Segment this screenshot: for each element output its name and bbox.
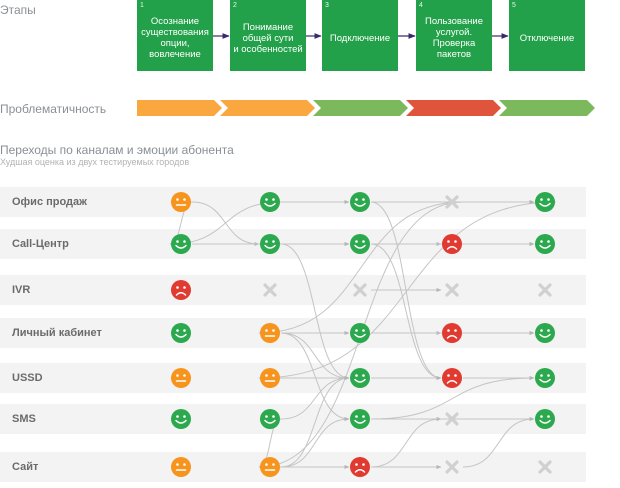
transition-arrow (280, 332, 350, 421)
transition-arrow (462, 417, 535, 468)
channel-label: Сайт (12, 461, 39, 473)
neutral-face-icon (260, 368, 280, 388)
stage-number: 1 (140, 2, 144, 9)
unavailable-icon (445, 283, 459, 297)
channel-row-bg (0, 275, 586, 305)
transitions-subtitle: Худшая оценка из двух тестируемых городо… (0, 157, 190, 167)
neutral-face-icon (171, 368, 191, 388)
unavailable-icon (263, 283, 277, 297)
stage-label: Понимание общей сути и особенностей (233, 21, 303, 55)
transition-arrow (280, 243, 350, 380)
happy-face-icon (350, 192, 370, 212)
happy-face-icon (171, 323, 191, 343)
happy-face-icon (535, 409, 555, 429)
channel-label: USSD (12, 372, 43, 384)
unavailable-icon (445, 412, 459, 426)
problem-segment-high (406, 100, 501, 116)
stage-number: 4 (419, 2, 423, 9)
stage-number: 2 (233, 2, 237, 9)
sad-face-icon (350, 457, 370, 477)
problem-segment-medium (137, 100, 222, 116)
neutral-face-icon (171, 192, 191, 212)
happy-face-icon (260, 409, 280, 429)
channel-label: Личный кабинет (12, 327, 102, 339)
unavailable-icon (445, 195, 459, 209)
happy-face-icon (350, 234, 370, 254)
neutral-face-icon (171, 457, 191, 477)
happy-face-icon (350, 409, 370, 429)
stage-label: Осознание существования опции, вовлечени… (141, 16, 209, 60)
unavailable-icon (353, 283, 367, 297)
sad-face-icon (171, 280, 191, 300)
happy-face-icon (171, 409, 191, 429)
unavailable-icon (538, 283, 552, 297)
stage-label: Подключение (329, 32, 391, 44)
problem-segment-low (499, 100, 595, 116)
transition-arrow (370, 243, 442, 380)
happy-face-icon (535, 234, 555, 254)
transition-arrow (280, 376, 350, 468)
stage-label: Отключение (519, 32, 575, 44)
transitions-title: Переходы по каналам и эмоции абонента (0, 143, 234, 157)
transition-arrow (258, 201, 464, 335)
channel-label: Офис продаж (12, 196, 87, 208)
stage-number: 5 (512, 2, 516, 9)
transition-arrow (370, 417, 442, 468)
channel-label: IVR (12, 284, 31, 296)
stage-label: Пользование услугой. Проверка пакетов (425, 16, 483, 60)
unavailable-icon (445, 460, 459, 474)
sad-face-icon (442, 368, 462, 388)
neutral-face-icon (260, 323, 280, 343)
problem-label: Проблематичность (0, 102, 107, 116)
transition-arrow (280, 376, 350, 420)
sad-face-icon (442, 234, 462, 254)
happy-face-icon (535, 192, 555, 212)
happy-face-icon (535, 368, 555, 388)
happy-face-icon (260, 234, 280, 254)
unavailable-icon (538, 460, 552, 474)
happy-face-icon (350, 323, 370, 343)
happy-face-icon (350, 368, 370, 388)
sad-face-icon (442, 323, 462, 343)
happy-face-icon (171, 234, 191, 254)
channel-label: Call-Центр (12, 238, 69, 250)
transition-arrow (280, 417, 350, 468)
transition-arrow (191, 201, 260, 246)
transition-arrow (280, 332, 350, 380)
channel-label: SMS (12, 413, 36, 425)
happy-face-icon (535, 323, 555, 343)
stage-number: 3 (325, 2, 329, 9)
problem-segment-low (313, 100, 408, 116)
transition-arrow (370, 376, 535, 420)
stages-label: Этапы (0, 3, 36, 17)
happy-face-icon (260, 192, 280, 212)
problem-segment-medium (220, 100, 315, 116)
neutral-face-icon (260, 457, 280, 477)
